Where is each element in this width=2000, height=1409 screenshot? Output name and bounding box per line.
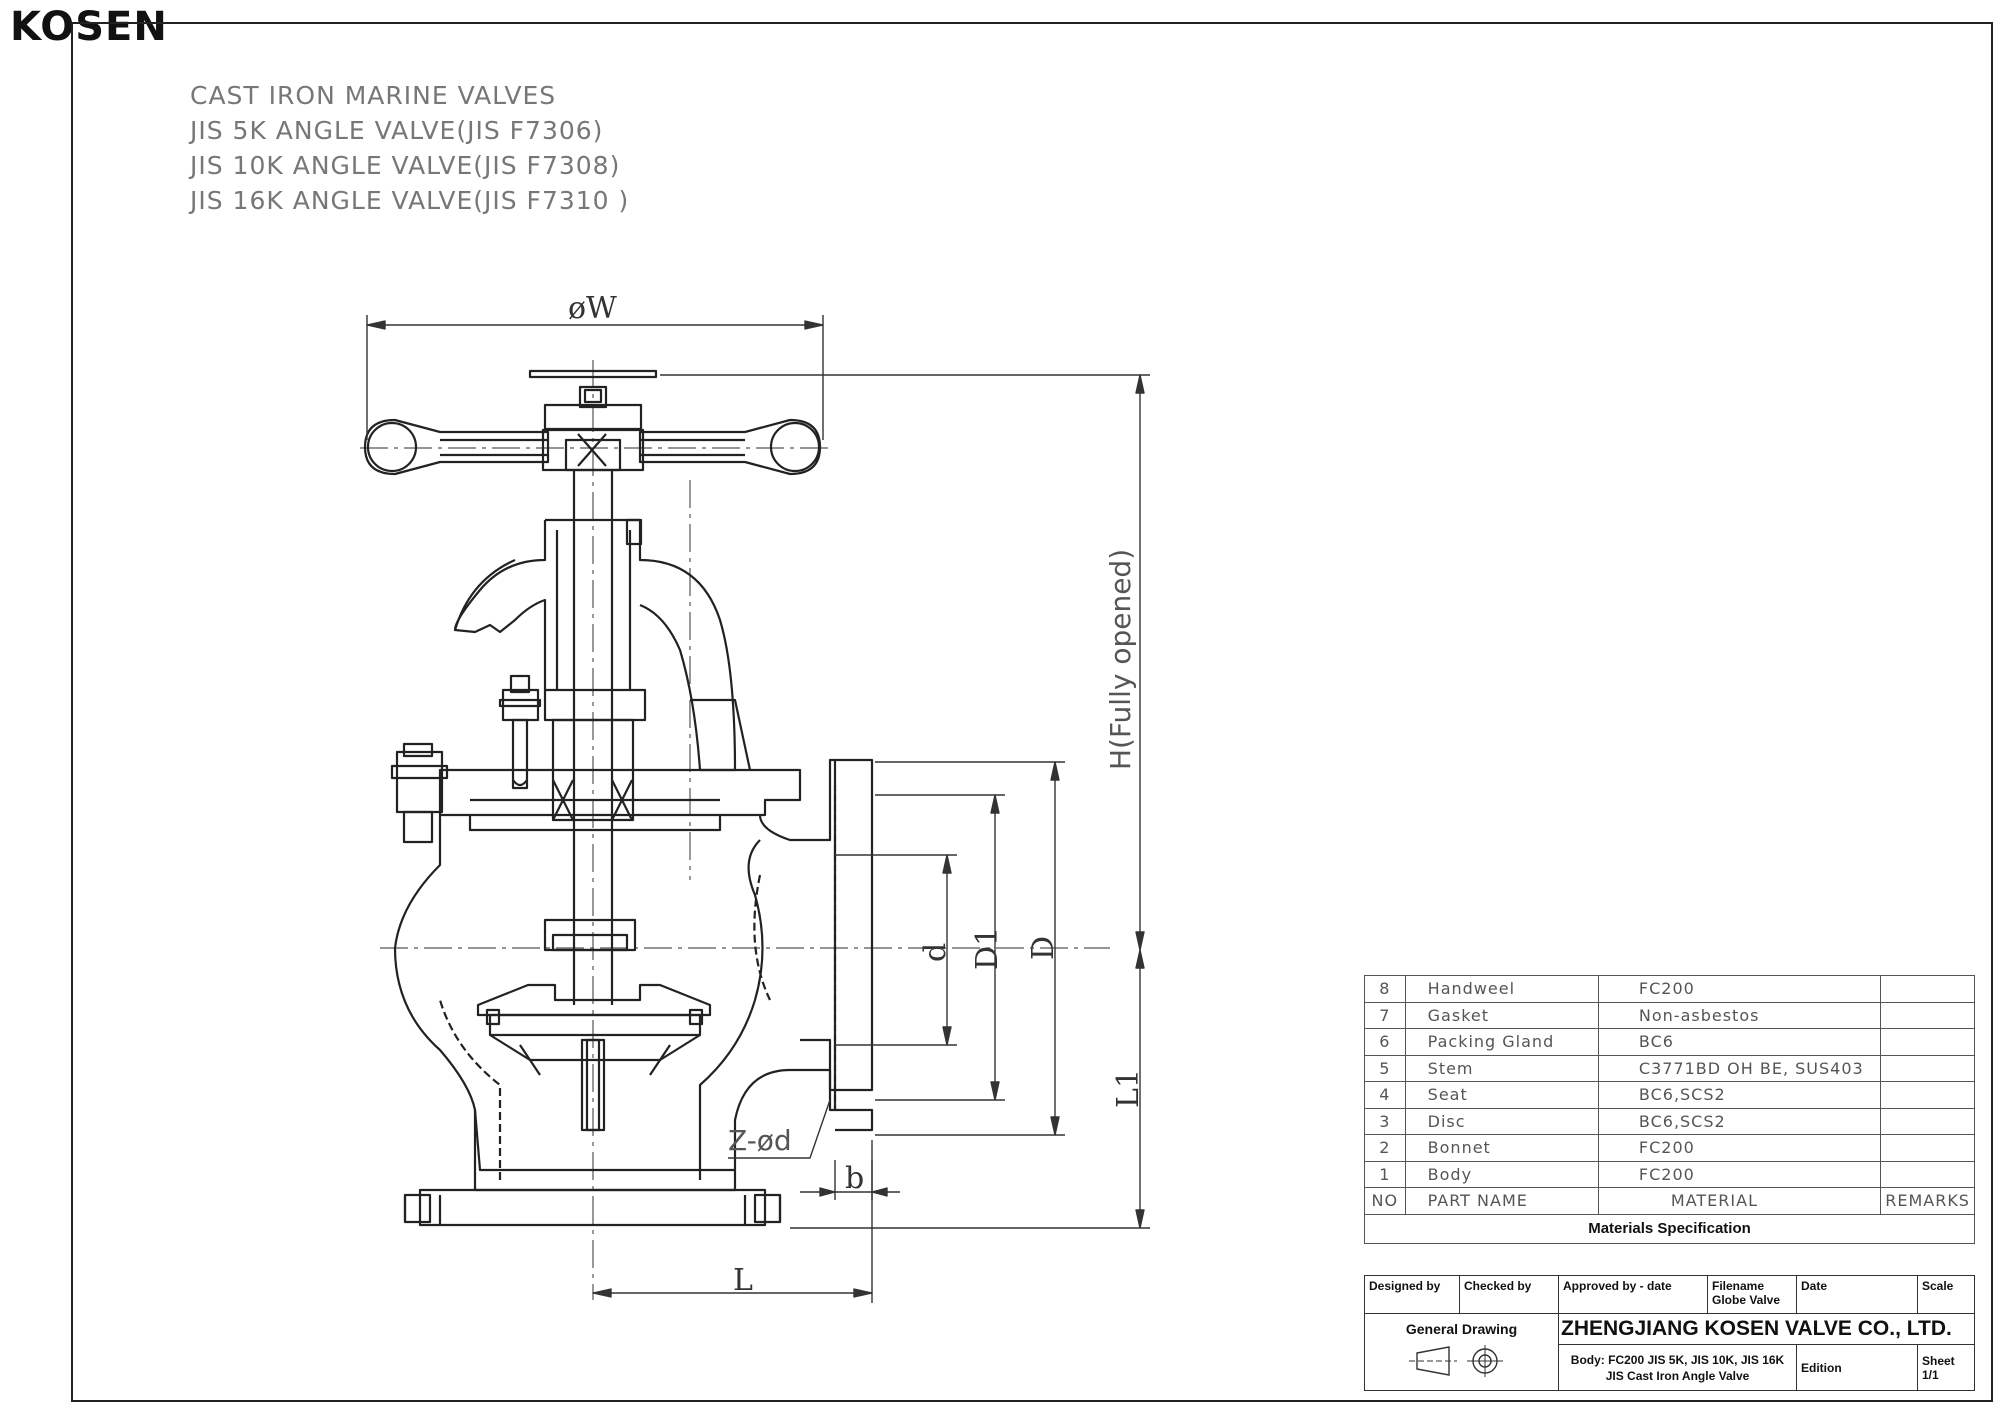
bonnet-yoke	[453, 518, 752, 772]
projection-symbol-icon	[1408, 1345, 1503, 1377]
sheet-cell: Sheet 1/1	[1917, 1344, 1975, 1391]
kosen-logo: KOSEN	[10, 4, 168, 50]
handwheel	[363, 369, 822, 476]
table-caption-row: Materials Specification	[1364, 1213, 1975, 1244]
table-row: 4 Seat BC6,SCS2	[1364, 1081, 1975, 1109]
stem	[564, 438, 622, 1132]
materials-caption: Materials Specification	[1364, 1213, 1975, 1244]
table-row: 1 Body FC200	[1364, 1160, 1975, 1188]
date-cell: Date	[1796, 1275, 1918, 1314]
dim-l-label: L	[733, 1263, 753, 1298]
title-line-2: JIS 5K ANGLE VALVE(JIS F7306)	[190, 116, 604, 145]
table-row: 2 Bonnet FC200	[1364, 1134, 1975, 1162]
table-row: 5 Stem C3771BD OH BE, SUS403	[1364, 1054, 1975, 1082]
dim-d1-label: D1	[970, 927, 1005, 970]
dim-d-outer-label: D	[1026, 936, 1061, 960]
title-line-3: JIS 10K ANGLE VALVE(JIS F7308)	[190, 151, 621, 180]
title-line-4: JIS 16K ANGLE VALVE(JIS F7310 )	[190, 186, 630, 215]
table-row: 7 Gasket Non-asbestos	[1364, 1001, 1975, 1029]
dim-z-label: Z-ød	[728, 1124, 792, 1157]
bottom-flange	[403, 1188, 782, 1227]
dim-d-label: d	[918, 943, 953, 962]
designed-by-cell: Designed by	[1364, 1275, 1460, 1314]
title-block: Designed by Checked by Approved by - dat…	[1364, 1275, 1975, 1391]
company-name: ZHENGJIANG KOSEN VALVE CO., LTD.	[1558, 1313, 1975, 1345]
title-line-1: CAST IRON MARINE VALVES	[190, 81, 557, 110]
body-description-cell: Body: FC200 JIS 5K, JIS 10K, JIS 16K JIS…	[1558, 1344, 1797, 1391]
table-row: 3 Disc BC6,SCS2	[1364, 1107, 1975, 1135]
filename-cell: Filename Globe Valve	[1707, 1275, 1797, 1314]
materials-table: 8 Handweel FC200 7 Gasket Non-asbestos 6…	[1364, 975, 1975, 1244]
scale-cell: Scale	[1917, 1275, 1975, 1314]
general-drawing-label: General Drawing	[1405, 1321, 1518, 1337]
valve-body	[393, 758, 874, 1192]
dim-z-leader	[728, 1099, 831, 1159]
dim-l1-label: L1	[1111, 1069, 1146, 1108]
approved-by-cell: Approved by - date	[1558, 1275, 1708, 1314]
bonnet-flange	[390, 742, 802, 844]
general-drawing-cell: General Drawing	[1364, 1313, 1559, 1391]
checked-by-cell: Checked by	[1459, 1275, 1559, 1314]
dim-w-label: øW	[568, 291, 617, 326]
table-row: 6 Packing Gland BC6	[1364, 1028, 1975, 1056]
drawing-titles: CAST IRON MARINE VALVES JIS 5K ANGLE VAL…	[190, 78, 629, 218]
dim-h-label: H(Fully opened)	[1104, 549, 1137, 770]
table-row: 8 Handweel FC200	[1364, 975, 1975, 1003]
edition-cell: Edition	[1796, 1344, 1918, 1391]
table-header-row: NO PART NAME MATERIAL REMARKS	[1364, 1187, 1975, 1215]
packing-gland	[498, 674, 647, 822]
drawing-frame	[71, 22, 1993, 1402]
dim-b-label: b	[845, 1161, 864, 1196]
disc-seat	[476, 918, 712, 1076]
